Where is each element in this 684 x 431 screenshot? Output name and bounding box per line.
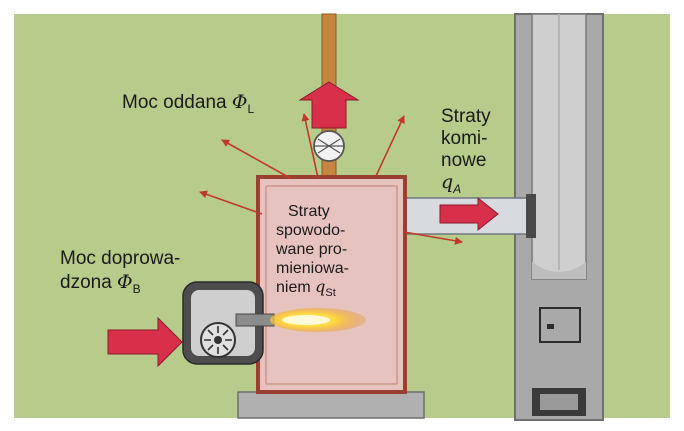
label-output-power: Moc oddana ΦL <box>122 91 254 116</box>
input-power-arrow <box>107 316 183 368</box>
boiler-inner-frame <box>265 185 398 385</box>
label-radiation-loss-symbol: q <box>315 277 325 296</box>
label-input-power-symbol: Φ <box>117 271 133 293</box>
chimney <box>514 13 604 421</box>
label-flue-loss-line1: Straty <box>441 106 491 127</box>
label-flue-loss-symbol: q <box>441 171 453 193</box>
flue-loss-arrow <box>439 196 499 232</box>
label-output-power-sub: L <box>247 102 254 116</box>
label-radiation-loss-line2: spowodo- <box>276 222 345 239</box>
label-radiation-loss-last-line: niem qSt <box>276 277 336 299</box>
radiation-arrow-top-left <box>301 113 319 179</box>
label-flue-loss-sub: A <box>452 182 461 196</box>
burner-nozzle <box>235 313 275 327</box>
flue-duct-collar <box>526 194 536 238</box>
pump-symbol <box>313 130 345 162</box>
burner-flame-core <box>282 315 330 325</box>
label-output-power-symbol: Φ <box>232 91 248 113</box>
chimney-inner-base <box>532 262 586 279</box>
radiation-arrow-left <box>199 190 263 215</box>
label-flue-loss: Straty komi- nowe <box>441 106 496 171</box>
chimney-cleanout-handle <box>547 324 554 329</box>
label-radiation-loss: Straty spowodo- wane pro- mieniowa- <box>275 203 352 277</box>
label-radiation-loss-last-text: niem <box>276 279 315 296</box>
label-radiation-loss-line4: mieniowa- <box>276 260 349 277</box>
label-radiation-loss-line1: Straty <box>288 203 330 220</box>
label-flue-loss-symbol-line: qA <box>441 171 461 196</box>
label-radiation-loss-line3: wane pro- <box>275 241 347 258</box>
radiation-arrow-top-right <box>375 115 405 177</box>
label-flue-loss-line2: komi- <box>441 128 487 149</box>
radiation-arrow-right <box>403 231 463 245</box>
label-input-power-text: dzona <box>60 272 117 293</box>
radiation-loss-arrows <box>199 113 463 245</box>
label-input-power-line1: Moc doprowa- <box>60 248 180 269</box>
burner-fan-hub <box>214 336 222 344</box>
label-output-power-text: Moc oddana <box>122 92 232 113</box>
label-input-power-line2: dzona ΦB <box>60 271 141 296</box>
burner-fan-blades <box>204 326 232 354</box>
boiler-base <box>237 391 425 419</box>
chimney-cleanout-door <box>539 307 581 343</box>
label-flue-loss-line3: nowe <box>441 150 486 171</box>
label-radiation-loss-sub: St <box>325 287 335 299</box>
label-input-power-sub: B <box>133 282 141 296</box>
radiation-arrow-upper-left <box>221 139 291 179</box>
output-power-arrow <box>298 81 360 129</box>
chimney-ash-opening-inner <box>540 394 578 410</box>
burner <box>182 281 275 365</box>
